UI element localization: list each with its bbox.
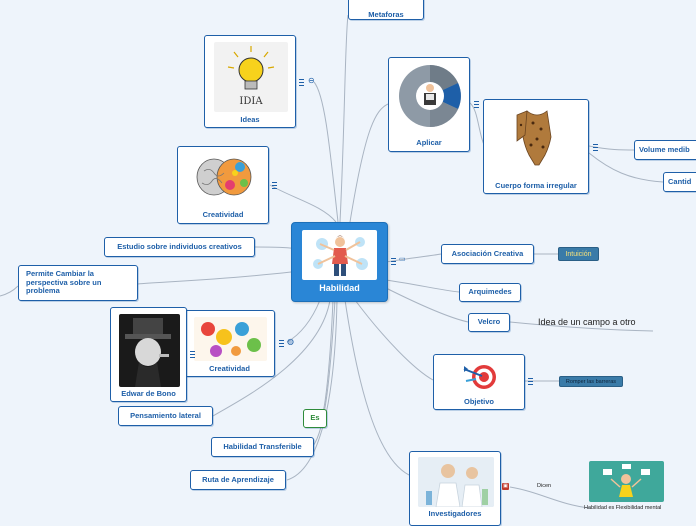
es-node[interactable]: Es [303, 409, 327, 428]
metaforas-label: Metaforas [368, 10, 404, 19]
central-node[interactable]: Habilidad [291, 222, 388, 302]
note-icon[interactable]: ▭ [399, 256, 406, 263]
permite-label: Permite Cambiar la perspectiva sobre un … [26, 269, 102, 296]
link-icon[interactable]: ⊖ [308, 76, 315, 85]
creatividad-paint-node[interactable]: Creatividad [184, 310, 275, 377]
romper-label: Romper las barreras [565, 378, 617, 385]
cuerpo-node[interactable]: Cuerpo forma irregular [483, 99, 589, 194]
ruta-label: Ruta de Aprendizaje [202, 474, 274, 484]
transferible-node[interactable]: Habilidad Transferible [211, 437, 314, 457]
pensamiento-label: Pensamiento lateral [130, 410, 201, 420]
aplicar-wheel-image [397, 63, 463, 129]
investigadores-photo [418, 457, 494, 507]
permite-node[interactable]: Permite Cambiar la perspectiva sobre un … [18, 265, 138, 301]
aplicar-node[interactable]: Aplicar [388, 57, 470, 152]
lightbulb-image: IDIA [214, 42, 288, 112]
investigadores-label: Investigadores [428, 509, 482, 518]
transferible-label: Habilidad Transferible [223, 441, 302, 451]
cuerpo-label: Cuerpo forma irregular [495, 181, 577, 190]
intuicion-tag[interactable]: Intuición [558, 247, 599, 261]
cantid-label: Cantid [668, 176, 692, 186]
paint-image [194, 317, 267, 361]
estudio-node[interactable]: Estudio sobre individuos creativos [104, 237, 255, 257]
central-thumbnail [302, 230, 377, 280]
creatividad-mid-label: Creatividad [209, 364, 250, 373]
ideas-label: Ideas [240, 115, 260, 124]
menu-icon[interactable] [593, 144, 598, 151]
objetivo-node[interactable]: Objetivo [433, 354, 525, 410]
menu-icon[interactable] [272, 182, 277, 189]
menu-icon[interactable] [474, 101, 479, 108]
objetivo-label: Objetivo [463, 397, 494, 406]
pensamiento-node[interactable]: Pensamiento lateral [118, 406, 213, 426]
creatividad-brain-node[interactable]: Creatividad [177, 146, 269, 224]
flexibilidad-caption: Habilidad es Flexibilidad mental [584, 505, 662, 511]
creatividad-top-label: Creatividad [202, 210, 244, 219]
velcro-label: Velcro [477, 317, 501, 327]
pdf-icon[interactable]: ▣ [502, 483, 509, 490]
ideas-node[interactable]: IDIA Ideas [204, 35, 296, 128]
edwar-node[interactable]: Edwar de Bono [110, 307, 187, 402]
intuicion-label: Intuición [565, 250, 592, 258]
brain-image [190, 151, 258, 207]
target-image [462, 361, 498, 391]
velcro-node[interactable]: Velcro [468, 313, 510, 332]
investigadores-node[interactable]: Investigadores [409, 451, 501, 526]
menu-icon[interactable] [299, 79, 304, 86]
flexibilidad-image[interactable] [589, 461, 664, 502]
cantid-node[interactable]: Cantid [663, 172, 696, 192]
edwar-label: Edwar de Bono [121, 389, 176, 398]
volume-label: Volume medib [639, 144, 690, 154]
aplicar-label: Aplicar [416, 138, 442, 147]
arquimedes-label: Arquimedes [468, 287, 512, 297]
idea-campo-text: Idea de un campo a otro [538, 317, 636, 327]
asociacion-label: Asociación Creativa [451, 248, 524, 258]
menu-icon[interactable] [190, 351, 195, 358]
menu-icon[interactable] [528, 378, 533, 385]
estudio-label: Estudio sobre individuos creativos [117, 241, 242, 251]
arquimedes-node[interactable]: Arquimedes [459, 283, 521, 302]
central-label: Habilidad [319, 283, 360, 293]
ruta-node[interactable]: Ruta de Aprendizaje [190, 470, 286, 490]
volume-node[interactable]: Volume medib [634, 140, 696, 160]
edwar-photo [119, 314, 180, 387]
menu-icon[interactable] [391, 258, 396, 265]
globe-icon[interactable]: ◍ [287, 337, 294, 346]
romper-tag[interactable]: Romper las barreras [559, 376, 623, 387]
metaforas-node[interactable]: Metaforas [348, 0, 424, 20]
dicen-text: Dicen [537, 483, 552, 489]
es-label: Es [310, 413, 320, 423]
asociacion-node[interactable]: Asociación Creativa [441, 244, 534, 264]
bodysuit-image [509, 105, 565, 177]
ideas-thumb-text: IDIA [239, 96, 263, 107]
menu-icon[interactable] [279, 340, 284, 347]
